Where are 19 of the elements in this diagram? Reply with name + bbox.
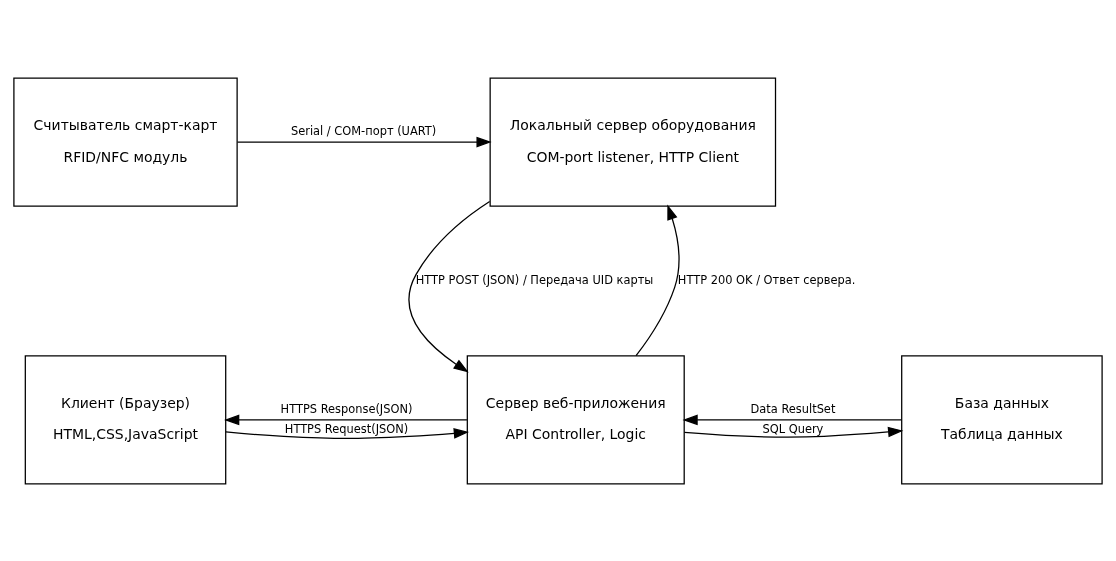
arrow (682, 414, 903, 425)
node-box: Клиент (Браузер) HTML,CSS,JavaScript (24, 354, 227, 485)
arrow (224, 414, 468, 425)
edge-label: HTTPS Response(JSON) (280, 401, 413, 416)
node-box: Сервер веб-приложения API Controller, Logic (466, 354, 685, 485)
edge-label: Data ResultSet (750, 401, 836, 416)
edge-label: HTTPS Request(JSON) (284, 421, 409, 436)
arrow (236, 136, 492, 147)
arrow (408, 200, 491, 372)
arrow (683, 426, 904, 438)
edge-label: SQL Query (762, 421, 824, 436)
edge-label: HTTP 200 OK / Ответ сервера. (677, 272, 856, 287)
edge-label: Serial / COM-порт (UART) (290, 123, 437, 138)
edge-label: HTTP POST (JSON) / Передача UID карты (415, 272, 654, 287)
arrow (635, 204, 680, 356)
arrow (225, 427, 469, 439)
node-box: Считыватель смарт-карт RFID/NFC модуль (13, 76, 238, 207)
node-box: База данных Таблица данных (901, 354, 1103, 485)
node-box: Локальный сервер оборудования COM-port listener, HTTP Client (489, 76, 777, 207)
